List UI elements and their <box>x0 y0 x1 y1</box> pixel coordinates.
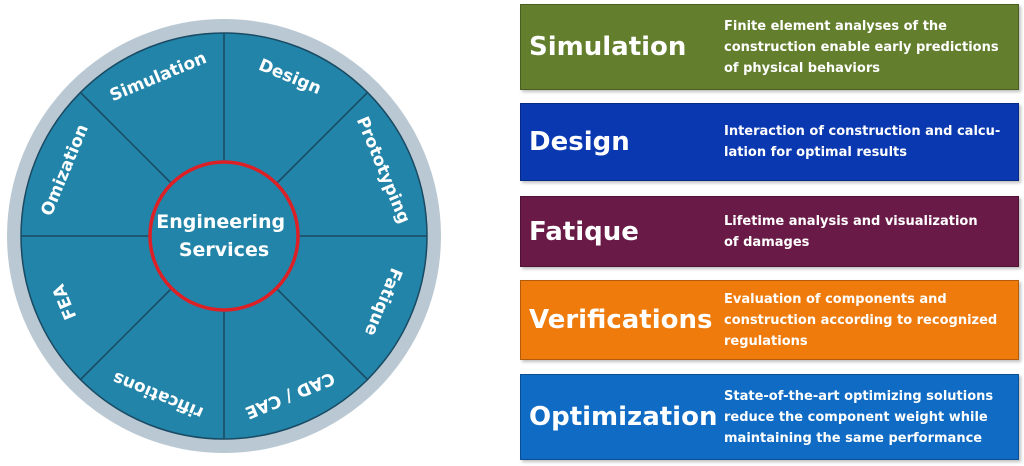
center-label-line-1: Engineering <box>156 211 285 233</box>
service-box-fatique: Fatique Lifetime analysis and visualizat… <box>520 196 1019 267</box>
center-hub <box>148 160 300 312</box>
service-description: Evaluation of components and constructio… <box>724 291 998 349</box>
center-label-line-2: Services <box>179 239 269 261</box>
segment-dividers <box>21 33 427 439</box>
service-description: State-of-the-art optimizing solutions re… <box>724 388 994 446</box>
service-title: Fatique <box>529 216 639 247</box>
service-box-simulation: Simulation Finite element analyses of th… <box>520 4 1019 90</box>
service-box-optimization: Optimization State-of-the-art optimizing… <box>520 374 1019 460</box>
service-title: Simulation <box>529 32 687 62</box>
center-label: Engineering Services <box>156 211 292 261</box>
service-title: Verifications <box>529 305 713 335</box>
segment-divider <box>275 287 369 381</box>
segment-divider <box>79 287 173 381</box>
service-box-design: Design Interaction of construction and c… <box>520 103 1019 181</box>
service-box-verifications: Verifications Evaluation of components a… <box>520 280 1019 360</box>
service-title: Design <box>529 127 630 157</box>
service-title: Optimization <box>529 402 718 432</box>
service-description: Interaction of construction and calcu- l… <box>724 124 1001 160</box>
segment-divider <box>79 91 173 185</box>
service-description: Finite element analyses of the construct… <box>724 18 999 76</box>
service-description: Lifetime analysis and visualization of d… <box>724 213 978 250</box>
segment-divider <box>275 91 369 185</box>
